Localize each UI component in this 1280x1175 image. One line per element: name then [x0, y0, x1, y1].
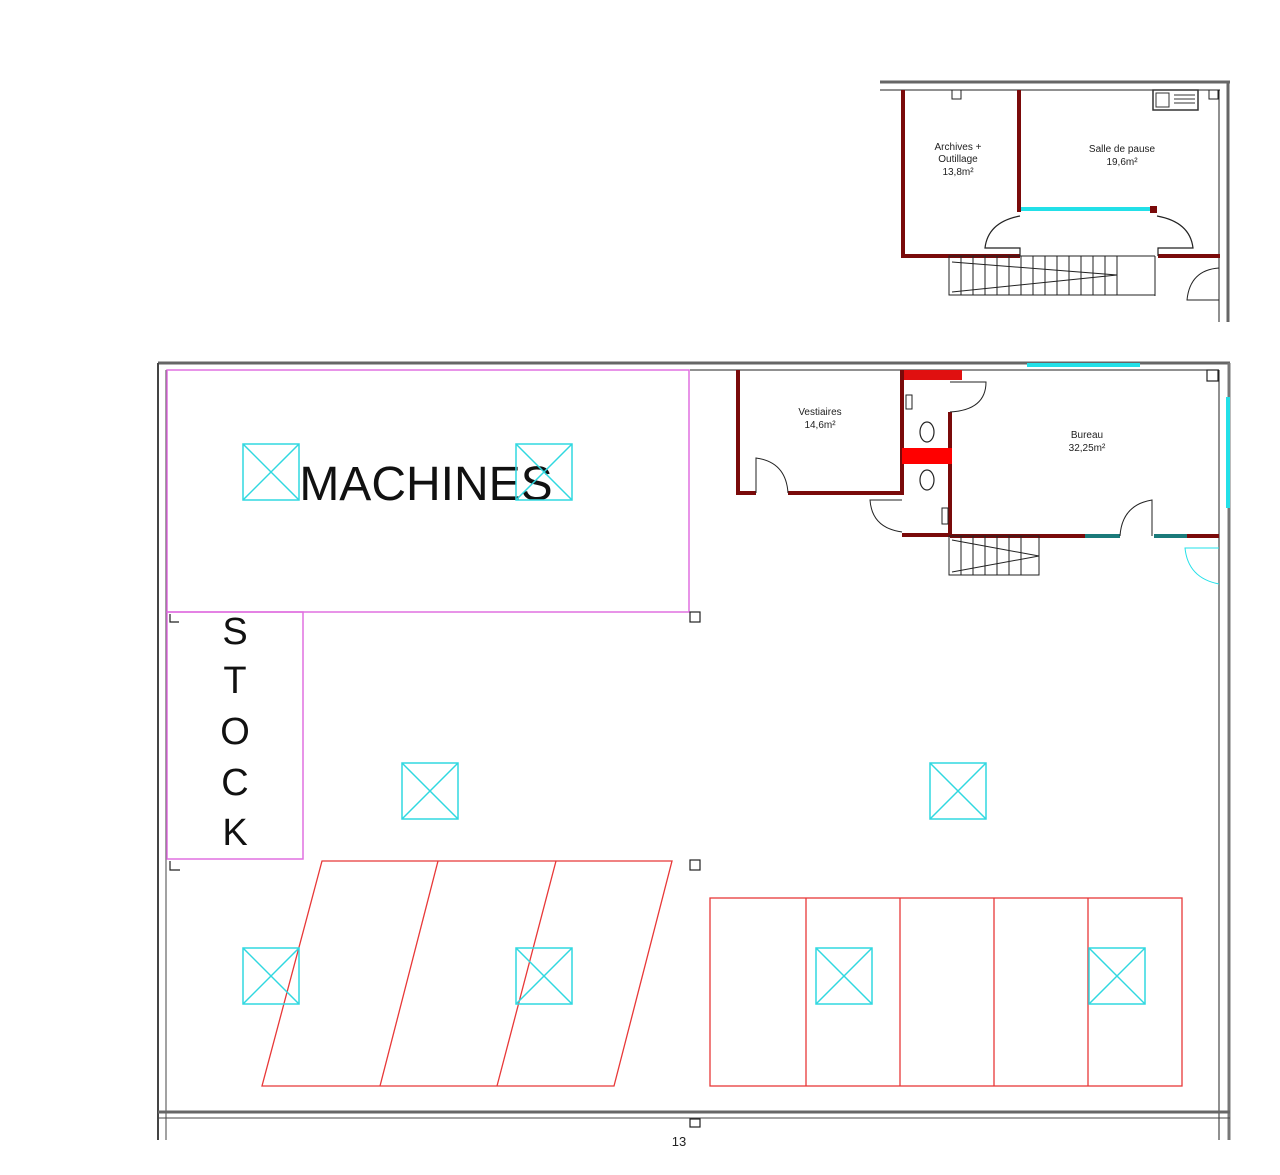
wc-separator [902, 448, 952, 464]
column-marker [951, 89, 962, 100]
exterior-door-swing [1184, 547, 1220, 585]
room-label-archives-line2: Outillage [938, 154, 978, 165]
column-marker [689, 859, 701, 871]
room-area-vestiaires: 14,6m² [804, 420, 836, 431]
column-marker [689, 611, 701, 623]
door-swing-left [984, 215, 1021, 256]
wc-block [869, 370, 987, 537]
room-label-bureau: Bureau [1071, 430, 1103, 441]
column-marker [689, 1118, 701, 1128]
skylight-icon [815, 947, 873, 1005]
stock-letter: T [223, 660, 246, 702]
dimension-label: 13 [672, 1134, 686, 1149]
parking-slanted [261, 860, 673, 1087]
sink-icon [905, 394, 913, 410]
room-label-vestiaires: Vestiaires [798, 407, 841, 418]
staircase-ground [948, 535, 1040, 576]
ground-floor: MACHINES S T O C K Vestiaires 14,6m² [157, 361, 1231, 1149]
sink-icon [941, 507, 949, 525]
room-area-salle-de-pause: 19,6m² [1106, 157, 1138, 168]
toilet-icon [919, 469, 935, 491]
stock-letter: O [220, 711, 250, 753]
room-area-bureau: 32,25m² [1069, 443, 1106, 454]
parking-straight [709, 897, 1183, 1087]
machines-zone [166, 369, 690, 613]
room-label-archives: Archives + [935, 142, 982, 153]
skylight-icon [401, 762, 459, 820]
skylight-icon [1088, 947, 1146, 1005]
door-swing [755, 457, 789, 494]
skylight-icon [515, 947, 573, 1005]
bureau-room: Bureau 32,25m² [950, 430, 1220, 585]
door-swing [1119, 499, 1153, 537]
exterior-door-upper [1186, 267, 1220, 301]
room-area-archives: 13,8m² [942, 167, 974, 178]
stock-zone [166, 611, 304, 860]
skylight-icon [515, 443, 573, 501]
kitchenette-sink-icon [1152, 89, 1199, 111]
door-swing-right [1156, 215, 1194, 256]
room-label-salle-de-pause: Salle de pause [1089, 144, 1156, 155]
column-marker [1206, 369, 1219, 382]
toilet-icon [919, 421, 935, 443]
column-marker [1208, 89, 1219, 100]
stock-letter: K [222, 812, 247, 854]
door-swing [869, 499, 903, 533]
skylight-icon [242, 947, 300, 1005]
skylights [242, 443, 1146, 1005]
stock-letter: S [222, 611, 247, 653]
column-marker [169, 861, 180, 871]
skylight-icon [242, 443, 300, 501]
staircase-upper [948, 255, 1156, 296]
door-swing [949, 381, 987, 413]
upper-floor: Archives + Outillage 13,8m² Salle de pau… [880, 80, 1230, 322]
column-marker [169, 614, 179, 623]
machines-label: MACHINES [299, 458, 552, 511]
skylight-icon [929, 762, 987, 820]
wall-stub [1150, 206, 1157, 213]
vestiaires-room: Vestiaires 14,6m² [736, 370, 902, 495]
stock-letter: C [221, 762, 248, 804]
